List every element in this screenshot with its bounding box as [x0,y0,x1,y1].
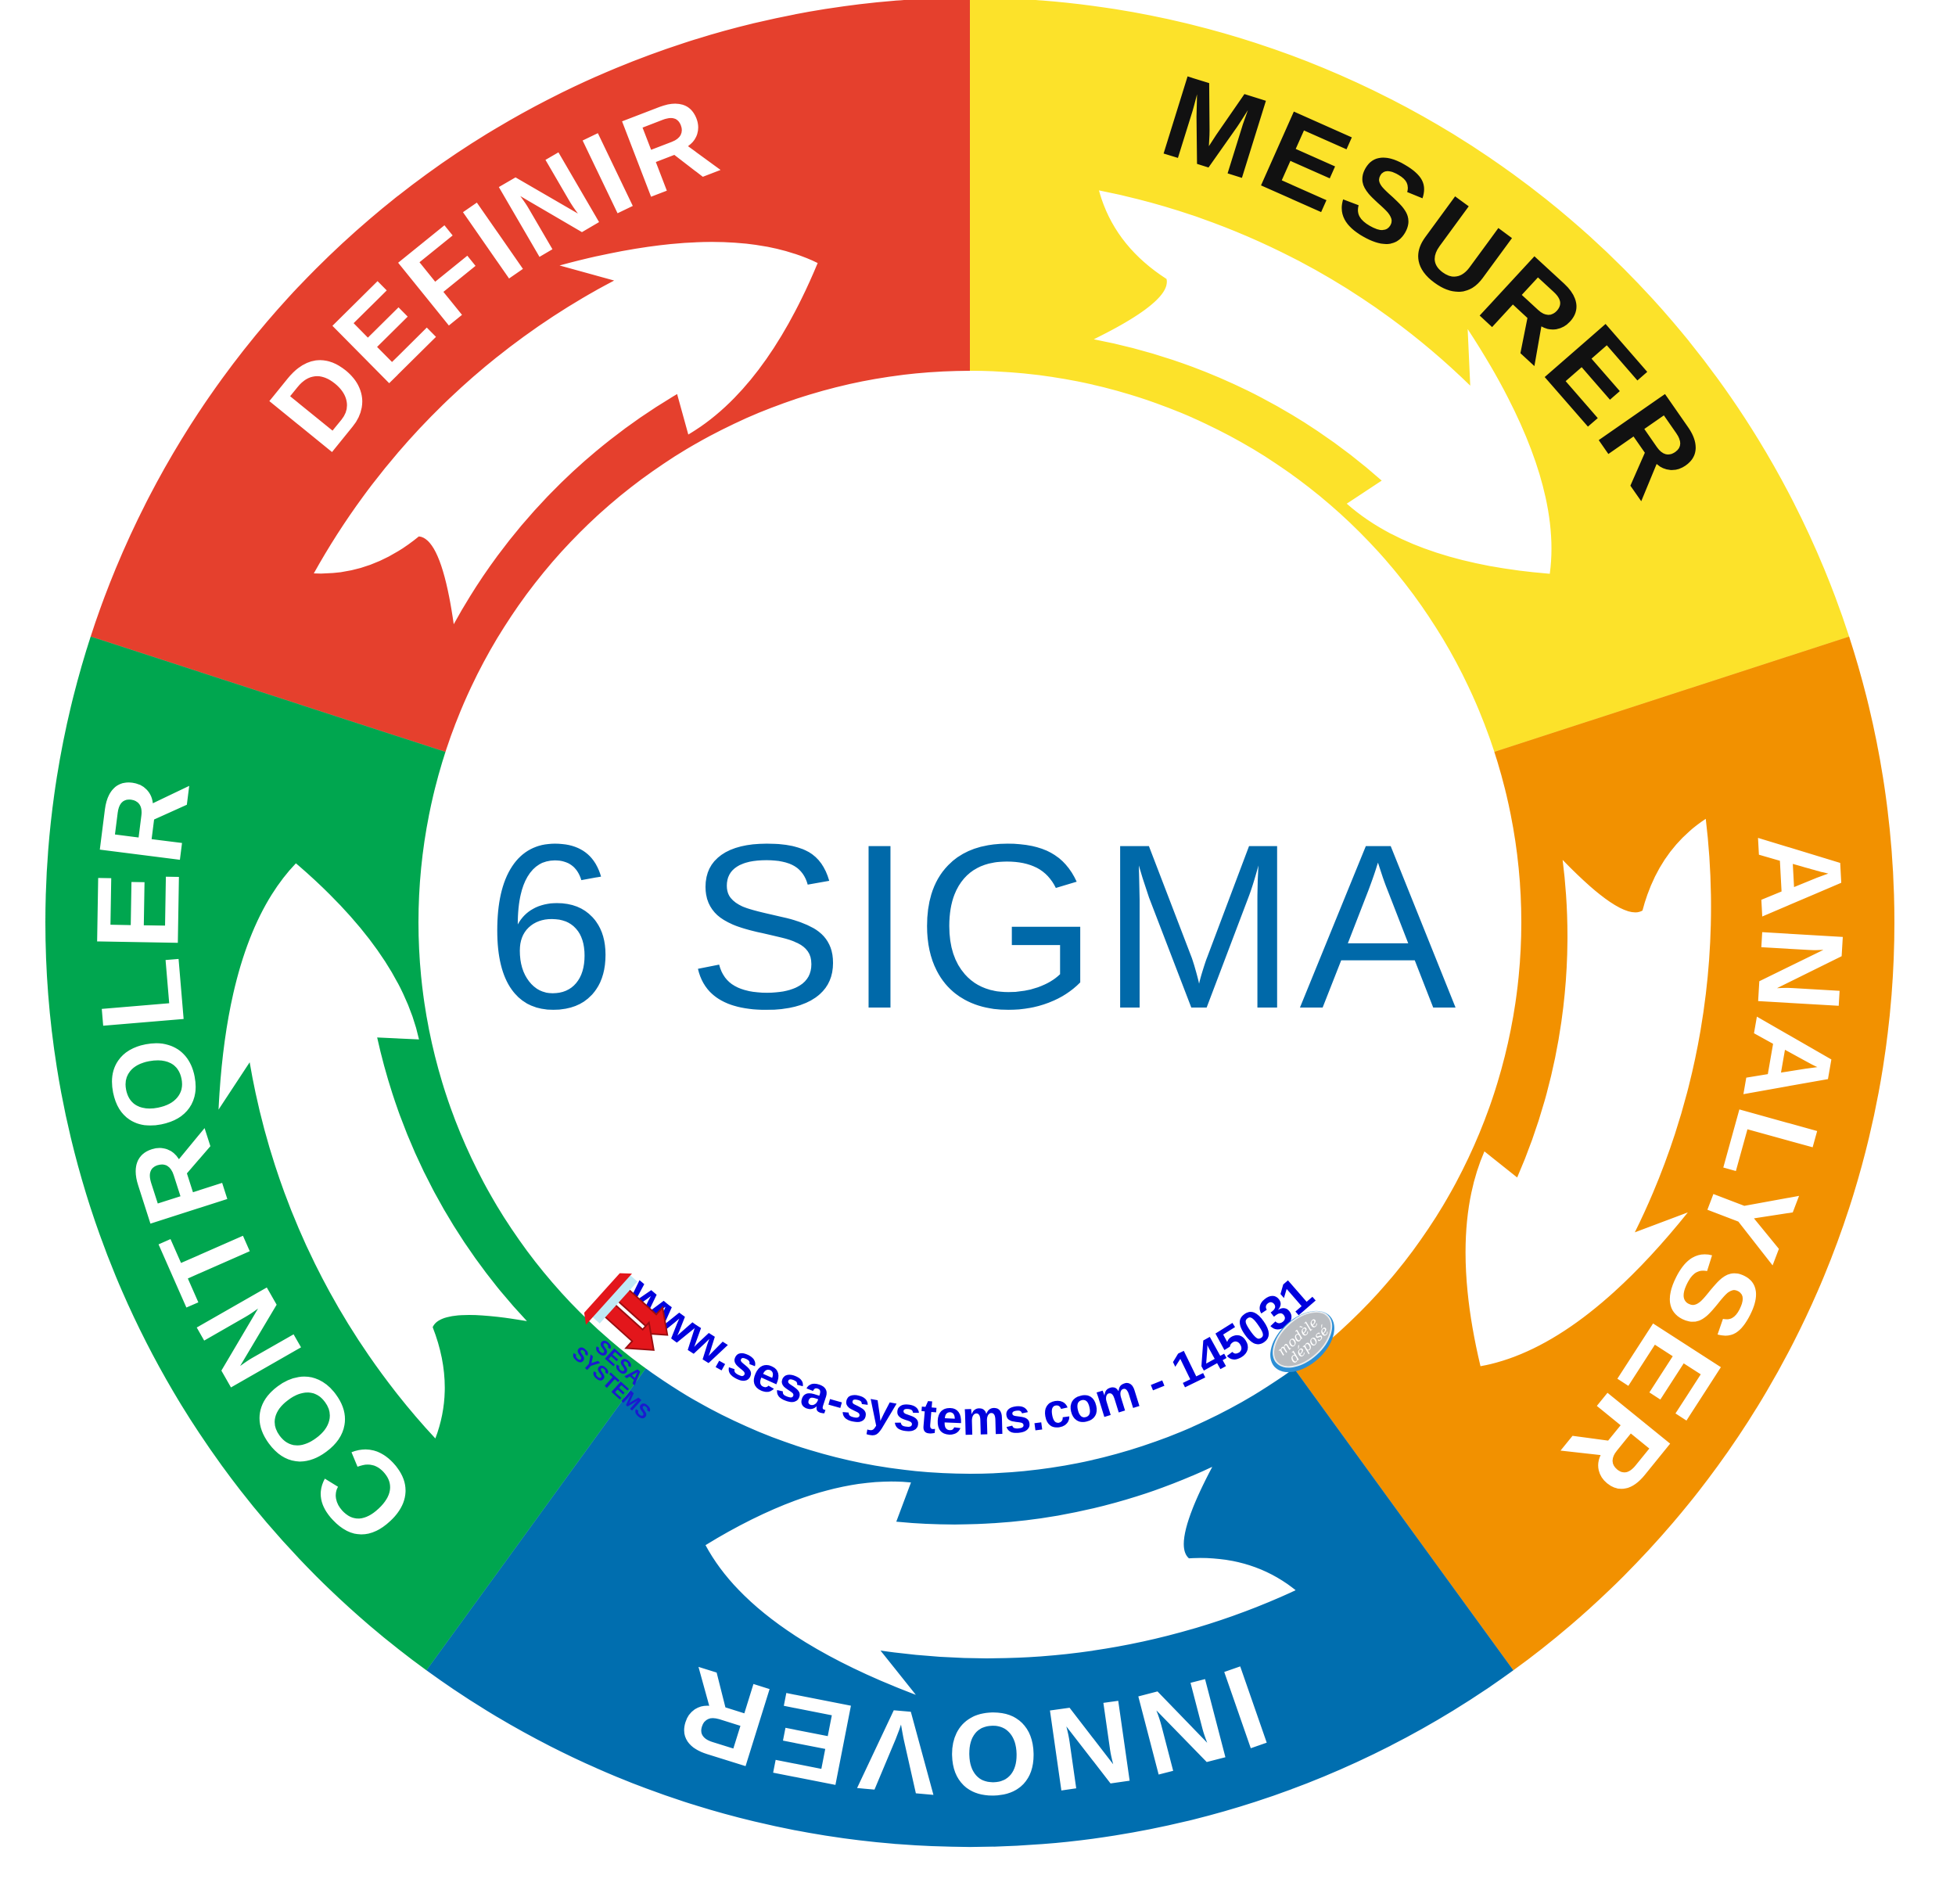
silver-oval-badge-icon: modèle déposé [1270,1310,1334,1373]
curved-arrow-icon-mesurer [1093,190,1552,574]
center-disk [418,371,1521,1474]
curved-arrow-icon-analyser [1465,818,1711,1367]
curved-arrow-icon-controler [218,863,527,1439]
page-title: 6 SIGMA [486,795,1460,1058]
curved-arrow-icon-innover [706,1467,1296,1695]
ring-arrows [218,190,1711,1695]
double-arrow-logo-icon [583,1273,669,1351]
curved-arrow-icon-definir [314,242,818,624]
